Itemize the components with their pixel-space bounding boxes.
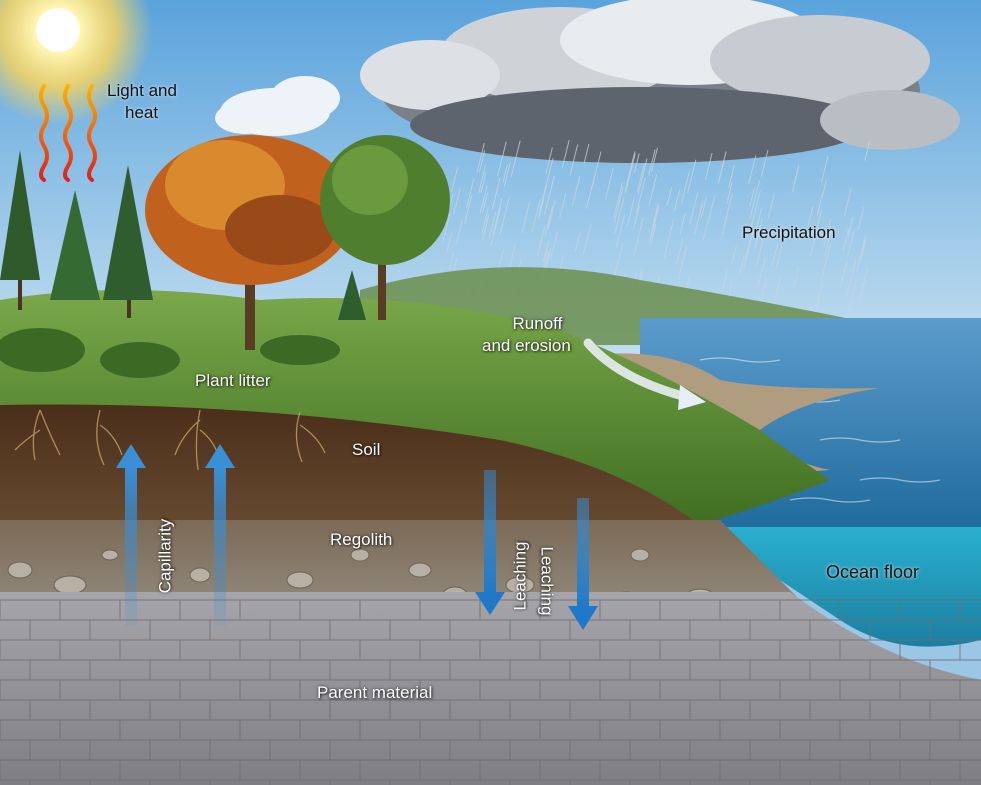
- arrow-down-icon: [475, 470, 505, 615]
- arrow-up-icon: [116, 444, 146, 626]
- arrow-up-icon: [205, 444, 235, 626]
- label-regolith: Regolith: [330, 530, 393, 549]
- label-soil: Soil: [352, 440, 381, 459]
- label-parent-material: Parent material: [317, 683, 433, 702]
- curved-arrow-icon: [583, 338, 706, 410]
- label-runoff-and-erosion: Runoff and erosion: [482, 314, 571, 355]
- heat-wave-icon: [39, 84, 97, 182]
- label-precipitation: Precipitation: [742, 223, 836, 242]
- label-plant-litter: Plant litter: [195, 371, 271, 390]
- label-light-and-heat: Light and heat: [107, 81, 177, 122]
- storm-cloud: [360, 0, 960, 163]
- label-ocean-floor: Ocean floor: [826, 562, 920, 582]
- arrow-down-icon: [568, 498, 598, 630]
- tree-group: [0, 135, 450, 350]
- label-leaching-right: Leaching: [537, 546, 557, 616]
- sun-icon: [0, 0, 153, 125]
- label-leaching-left: Leaching: [510, 541, 530, 611]
- label-capillarity: Capillarity: [155, 518, 175, 594]
